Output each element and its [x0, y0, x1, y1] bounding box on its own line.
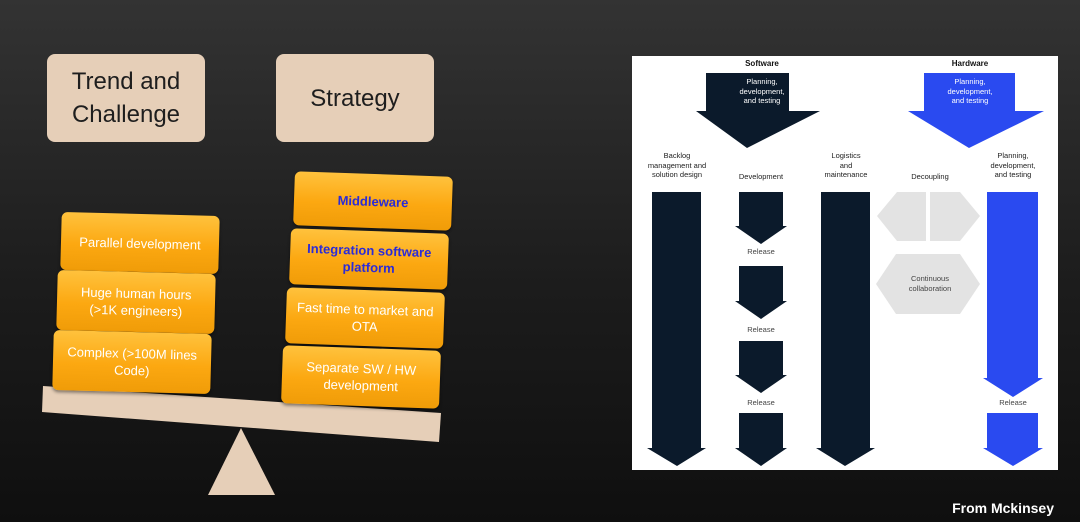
- trend-block-parallel: Parallel development: [60, 211, 220, 275]
- decoupling-left-arrow: [877, 192, 926, 241]
- decoupling-label: Decoupling: [911, 172, 949, 181]
- trend-challenge-label: Trend and Challenge: [71, 68, 181, 128]
- development-label: Development: [738, 172, 784, 181]
- hw-release-label: Release: [999, 398, 1027, 407]
- dev-arrow-3: [735, 341, 787, 393]
- logistics-label: Logistics and maintenance: [824, 151, 868, 179]
- software-title: Software: [745, 59, 779, 68]
- seesaw-plank: [42, 386, 441, 442]
- strategy-label: Strategy: [310, 84, 400, 112]
- release-label-1: Release: [747, 247, 775, 256]
- strategy-block-fast-time: Fast time to market and OTA: [285, 287, 445, 349]
- strategy-block-separate: Separate SW / HW development: [281, 345, 441, 409]
- strategy-block-middleware: Middleware: [293, 171, 453, 231]
- dev-arrow-1: [735, 192, 787, 244]
- hardware-title: Hardware: [951, 59, 989, 68]
- mckinsey-diagram: Software Hardware Planning, development,…: [632, 56, 1058, 470]
- release-label-2: Release: [747, 325, 775, 334]
- collaboration-arrow: [876, 254, 980, 314]
- hw-planning-label: Planning, development, and testing: [990, 151, 1036, 179]
- dev-arrow-4: [735, 413, 787, 466]
- trend-block-human-hours: Huge human hours (>1K engineers): [56, 269, 216, 335]
- dev-arrow-2: [735, 266, 787, 319]
- trend-block-complex: Complex (>100M lines Code): [52, 329, 212, 395]
- source-credit: From Mckinsey: [952, 500, 1054, 516]
- strategy-header: Strategy: [276, 54, 434, 142]
- software-top-arrow: [696, 73, 820, 148]
- release-label-3: Release: [747, 398, 775, 407]
- decoupling-right-arrow: [930, 192, 980, 241]
- trend-challenge-header: Trend and Challenge: [47, 54, 205, 142]
- hardware-top-arrow: [908, 73, 1044, 148]
- backlog-label: Backlog management and solution design: [647, 151, 707, 179]
- logistics-arrow: [816, 192, 875, 466]
- seesaw-fulcrum: [208, 428, 275, 495]
- strategy-block-integration: Integration software platform: [289, 228, 449, 290]
- backlog-arrow: [647, 192, 706, 466]
- continuous-collaboration-label: Continuous collaboration: [908, 274, 952, 293]
- hw-planning-arrow: [983, 192, 1043, 397]
- sw-top-arrow-label: Planning, development, and testing: [739, 77, 785, 105]
- mckinsey-arrows: [647, 73, 1044, 466]
- hw-top-arrow-label: Planning, development, and testing: [947, 77, 993, 105]
- hw-release-arrow: [983, 413, 1043, 466]
